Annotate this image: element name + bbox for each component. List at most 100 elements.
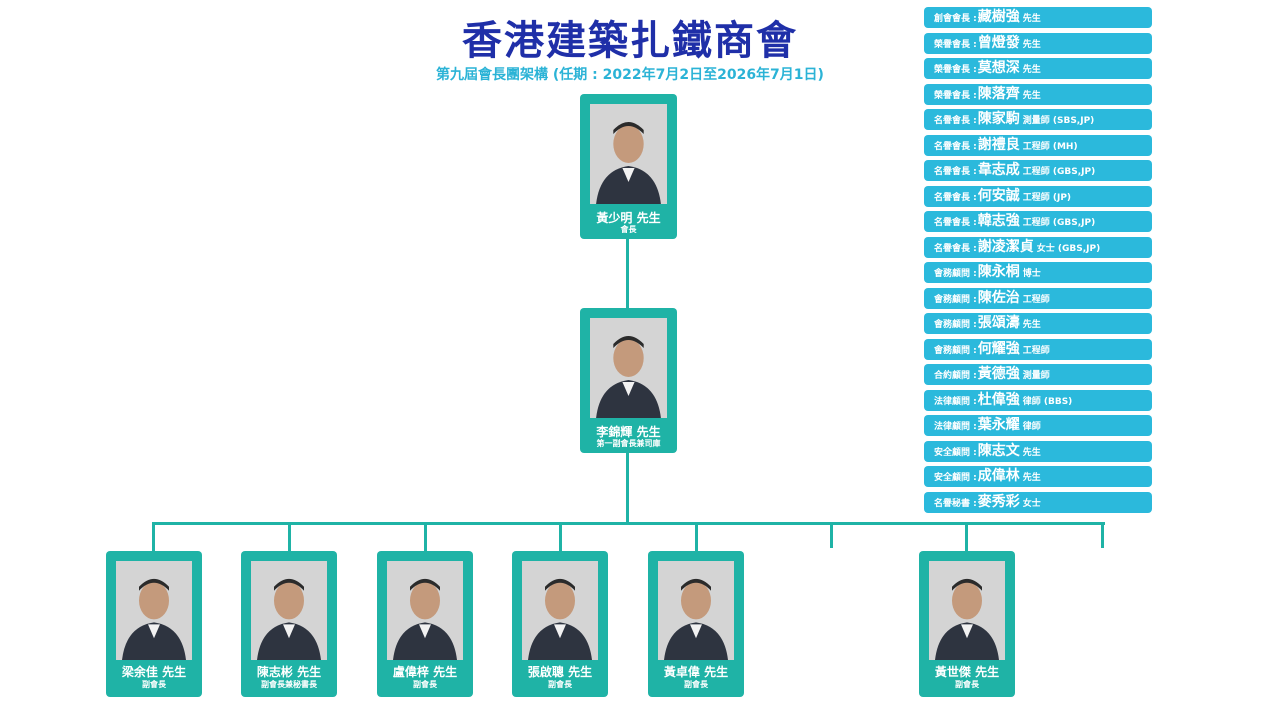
roster-title: 名譽會長 :	[934, 192, 977, 203]
roster-suffix: 工程師	[1022, 294, 1050, 305]
vice-name: 黃卓偉 先生	[663, 665, 729, 679]
connector-horizontal	[152, 522, 1105, 525]
roster-name: 韋志成	[977, 162, 1020, 178]
vice-role: 副會長	[684, 680, 708, 689]
vice-role: 副會長	[548, 680, 572, 689]
vice-photo	[929, 561, 1005, 660]
connector-drop-2	[288, 522, 291, 552]
roster-name: 葉永耀	[977, 417, 1020, 433]
vice-photo	[387, 561, 463, 660]
vice-card: 張啟聰 先生 副會長	[512, 551, 608, 697]
roster-title: 名譽會長 :	[934, 218, 977, 228]
roster-row: 會務顧問 :陳佐治工程師	[924, 287, 1152, 309]
connector-drop-7	[965, 522, 968, 552]
roster-suffix: 測量師 (SBS,JP)	[1022, 116, 1095, 126]
connector-drop-5	[695, 522, 698, 552]
roster-title: 安全顧問 :	[934, 473, 977, 483]
vice-name: 盧偉梓 先生	[392, 665, 458, 679]
first-vice-role: 第一副會長兼司庫	[596, 439, 661, 448]
roster-name: 陳志文	[977, 442, 1020, 459]
vice-photo	[658, 561, 734, 660]
roster-row: 會務顧問 :何耀強工程師	[924, 338, 1152, 360]
roster-row: 安全顧問 :成偉林先生	[924, 466, 1152, 487]
roster-row: 名譽會長 :謝凌潔貞女士 (GBS,JP)	[924, 236, 1152, 258]
roster-row: 會務顧問 :張頌濤先生	[924, 313, 1152, 334]
roster-title: 名譽會長 :	[934, 243, 977, 254]
roster-name: 何安誠	[977, 187, 1020, 204]
roster-name: 陳落齊	[977, 85, 1020, 102]
roster-name: 謝禮良	[977, 136, 1020, 153]
roster-name: 莫想深	[977, 60, 1020, 76]
vice-name: 梁余佳 先生	[121, 665, 187, 679]
roster-suffix: 先生	[1022, 320, 1041, 330]
roster-suffix: 工程師 (GBS,JP)	[1022, 167, 1096, 177]
president-name: 黃少明 先生	[596, 211, 661, 225]
roster-suffix: 工程師 (JP)	[1022, 192, 1072, 203]
roster-name: 藏樹強	[977, 9, 1020, 25]
roster-row: 法律顧問 :葉永耀律師	[924, 415, 1152, 436]
roster-title: 名譽秘書 :	[934, 498, 977, 509]
roster-row: 會務顧問 :陳永桐博士	[924, 262, 1152, 283]
page-subtitle: 第九屆會長團架構 (任期 : 2022年7月2日至2026年7月1日)	[436, 67, 824, 83]
roster-title: 創會會長 :	[934, 14, 977, 24]
connector-first-vice	[626, 452, 629, 524]
roster-name: 韓志強	[977, 213, 1020, 229]
vice-role: 副會長	[142, 680, 166, 689]
roster-name: 謝凌潔貞	[977, 238, 1034, 255]
roster-suffix: 先生	[1022, 90, 1041, 101]
roster-suffix: 工程師 (MH)	[1022, 141, 1078, 152]
vice-card: 梁余佳 先生 副會長	[106, 551, 202, 697]
roster-suffix: 測量師	[1022, 371, 1050, 381]
advisor-roster: 創會會長 :藏樹強先生榮譽會長 :曾燈發先生榮譽會長 :莫想深先生榮譽會長 :陳…	[924, 7, 1152, 517]
roster-row: 法律顧問 :杜偉強律師 (BBS)	[924, 389, 1152, 411]
roster-row: 名譽會長 :陳家駒測量師 (SBS,JP)	[924, 109, 1152, 130]
vice-role: 副會長兼秘書長	[261, 680, 317, 689]
roster-title: 會務顧問 :	[934, 269, 977, 279]
roster-title: 會務顧問 :	[934, 345, 977, 356]
first-vice-card: 李錦輝 先生 第一副會長兼司庫	[580, 308, 677, 453]
roster-title: 安全顧問 :	[934, 447, 977, 458]
connector-drop-4	[559, 522, 562, 552]
roster-title: 合約顧問 :	[934, 371, 977, 381]
vice-photo	[522, 561, 598, 660]
roster-suffix: 女士	[1022, 498, 1041, 509]
roster-title: 名譽會長 :	[934, 141, 977, 152]
roster-title: 法律顧問 :	[934, 396, 977, 407]
roster-name: 陳永桐	[977, 264, 1020, 280]
roster-row: 名譽會長 :謝禮良工程師 (MH)	[924, 134, 1152, 156]
roster-name: 成偉林	[977, 468, 1020, 484]
roster-row: 榮譽會長 :陳落齊先生	[924, 83, 1152, 105]
roster-name: 黃德強	[977, 366, 1020, 382]
roster-row: 名譽會長 :韋志成工程師 (GBS,JP)	[924, 160, 1152, 181]
roster-name: 杜偉強	[977, 391, 1020, 408]
roster-row: 安全顧問 :陳志文先生	[924, 440, 1152, 462]
roster-name: 曾燈發	[977, 34, 1020, 51]
vice-role: 副會長	[955, 680, 979, 689]
roster-row: 合約顧問 :黃德強測量師	[924, 364, 1152, 385]
roster-name: 麥秀彩	[977, 493, 1020, 510]
roster-name: 張頌濤	[977, 315, 1020, 331]
first-vice-photo	[590, 318, 667, 418]
roster-suffix: 先生	[1022, 473, 1041, 483]
first-vice-name: 李錦輝 先生	[596, 425, 661, 439]
vice-photo	[116, 561, 192, 660]
connector-drop-6	[830, 522, 833, 548]
roster-title: 名譽會長 :	[934, 167, 977, 177]
roster-row: 名譽會長 :何安誠工程師 (JP)	[924, 185, 1152, 207]
connector-drop-3	[424, 522, 427, 552]
roster-suffix: 博士	[1022, 269, 1041, 279]
vice-photo	[251, 561, 327, 660]
roster-suffix: 女士 (GBS,JP)	[1036, 243, 1101, 254]
connector-drop-1	[152, 522, 155, 552]
vice-card: 黃世傑 先生 副會長	[919, 551, 1015, 697]
roster-suffix: 工程師	[1022, 345, 1050, 356]
roster-suffix: 律師	[1022, 422, 1041, 432]
roster-row: 創會會長 :藏樹強先生	[924, 7, 1152, 28]
roster-row: 名譽秘書 :麥秀彩女士	[924, 491, 1152, 513]
vice-card: 陳志彬 先生 副會長兼秘書長	[241, 551, 337, 697]
roster-title: 會務顧問 :	[934, 320, 977, 330]
roster-row: 榮譽會長 :莫想深先生	[924, 58, 1152, 79]
roster-name: 陳佐治	[977, 289, 1020, 306]
roster-suffix: 工程師 (GBS,JP)	[1022, 218, 1096, 228]
roster-suffix: 先生	[1022, 39, 1041, 50]
